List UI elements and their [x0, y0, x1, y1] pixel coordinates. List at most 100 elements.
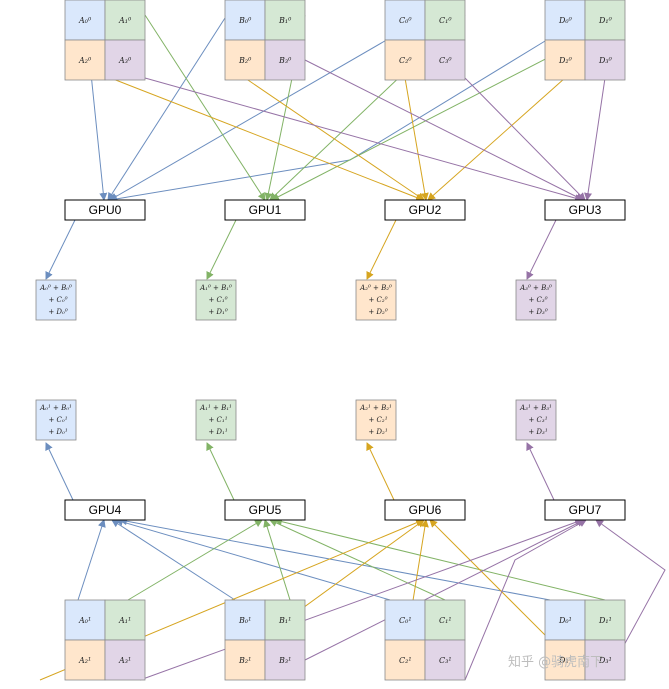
cell-label: D₃⁰: [598, 56, 613, 65]
cell-label: B₁¹: [278, 616, 291, 625]
bottom-matrix-b: B₀¹ B₁¹ B₂¹ B₃¹: [224, 599, 306, 681]
cell-label: C₁¹: [439, 616, 452, 625]
cell-label: B₃⁰: [278, 56, 292, 65]
gpu-label: GPU2: [409, 203, 442, 217]
arrow-c0b-to-gpu4: [115, 518, 391, 601]
cell-label: A₁¹: [118, 616, 131, 625]
result-line: + D₀¹: [48, 428, 68, 436]
gpu6-box: GPU6: [384, 499, 466, 521]
arrow-b0b-to-gpu4: [111, 519, 236, 601]
arrow-b3b-to-gpu7: [304, 519, 585, 661]
cell-label: A₂⁰: [78, 56, 92, 65]
arrow-d3-to-gpu3: [584, 77, 606, 201]
cell-label: D₁⁰: [598, 16, 613, 25]
cell-label: B₂⁰: [238, 56, 252, 65]
arrow-a3b-to-gpu7: [139, 518, 583, 681]
arrow-b1b-to-gpu5: [263, 519, 291, 601]
top-result-0: A₀⁰ + B₀⁰ + C₀⁰ + D₀⁰: [35, 279, 77, 321]
arrow-c3b-to-gpu7: [464, 519, 587, 681]
top-matrix-c: C₀⁰ C₁⁰ C₂⁰ C₃⁰: [384, 0, 466, 81]
result-line: A₁¹ + B₁¹: [199, 404, 232, 412]
gpu-label: GPU4: [89, 503, 122, 517]
cell-label: B₀⁰: [238, 16, 252, 25]
result-line: + C₂¹: [368, 416, 387, 424]
bottom-result-3: A₃¹ + B₃¹ + C₃¹ + D₃¹: [515, 399, 557, 441]
result-line: + D₁⁰: [208, 308, 228, 316]
bottom-matrix-d: D₀¹ D₁¹ D₂¹ D₃¹: [544, 599, 626, 681]
arrow-d2-to-gpu2: [427, 77, 566, 201]
result-line: A₃¹ + B₃¹: [519, 404, 552, 412]
watermark-text: 知乎 @骑虎南下: [508, 654, 603, 670]
result-line: + C₁¹: [208, 416, 227, 424]
arrow-b2-to-gpu2: [244, 77, 425, 201]
arrow-a2-to-gpu2: [84, 67, 424, 202]
bottom-result-1: A₁¹ + B₁¹ + C₁¹ + D₁¹: [195, 399, 237, 441]
cell-label: A₀⁰: [78, 16, 92, 25]
cell-label: A₁⁰: [118, 16, 132, 25]
cell-label: D₀¹: [558, 616, 572, 625]
gpu7-box: GPU7: [544, 499, 626, 521]
cell-label: C₀⁰: [399, 16, 412, 25]
result-line: A₁⁰ + B₁⁰: [199, 284, 232, 292]
gpu3-box: GPU3: [544, 199, 626, 221]
arrow-d2b-to-gpu6: [429, 519, 561, 651]
cell-label: C₂¹: [399, 656, 412, 665]
cell-label: C₂⁰: [399, 56, 412, 65]
gpu-label: GPU1: [249, 203, 282, 217]
gpu1-box: GPU1: [224, 199, 306, 221]
arrow-gpu2-to-result: [366, 219, 397, 280]
cell-label: A₃¹: [118, 656, 131, 665]
arrow-gpu5-to-result: [206, 442, 235, 501]
bottom-result-2: A₂¹ + B₂¹ + C₂¹ + D₂¹: [355, 399, 397, 441]
arrow-c1b-to-gpu5: [269, 519, 446, 601]
result-line: A₂¹ + B₂¹: [359, 404, 392, 412]
arrow-c3-to-gpu3: [464, 77, 586, 201]
arrow-a0b-to-gpu4: [77, 519, 106, 601]
cell-label: B₂¹: [238, 656, 251, 665]
gpu-label: GPU5: [249, 503, 282, 517]
gpu-label: GPU0: [89, 203, 122, 217]
top-matrix-b: B₀⁰ B₁⁰ B₂⁰ B₃⁰: [224, 0, 306, 81]
cell-label: A₂¹: [78, 656, 91, 665]
arrow-b0-to-gpu0: [107, 17, 226, 201]
arrow-c0-to-gpu0: [109, 37, 391, 201]
result-line: + D₃¹: [528, 428, 548, 436]
arrow-gpu7-to-result: [526, 442, 555, 501]
cell-label: D₃¹: [598, 656, 612, 665]
cell-label: C₃¹: [439, 656, 452, 665]
result-line: A₃⁰ + B₃⁰: [519, 284, 552, 292]
result-line: + C₂⁰: [368, 296, 387, 304]
result-line: A₀¹ + B₀¹: [39, 404, 72, 412]
cell-label: C₀¹: [399, 616, 412, 625]
arrow-a3-to-gpu3: [144, 77, 583, 202]
cell-label: A₀¹: [78, 616, 91, 625]
result-line: + D₂¹: [368, 428, 388, 436]
result-line: + C₁⁰: [208, 296, 227, 304]
bottom-result-0: A₀¹ + B₀¹ + C₀¹ + D₀¹: [35, 399, 77, 441]
arrow-d0b-to-gpu4: [119, 517, 551, 601]
gpu2-box: GPU2: [384, 199, 466, 221]
arrow-gpu1-to-result: [206, 219, 237, 280]
result-line: + C₃⁰: [528, 296, 547, 304]
gpu4-box: GPU4: [64, 499, 146, 521]
cell-label: B₁⁰: [278, 16, 292, 25]
arrow-gpu4-to-result: [45, 442, 74, 501]
top-result-2: A₂⁰ + B₂⁰ + C₂⁰ + D₂⁰: [355, 279, 397, 321]
gpu-label: GPU6: [409, 503, 442, 517]
cell-label: D₁¹: [598, 616, 612, 625]
top-matrix-d: D₀⁰ D₁⁰ D₂⁰ D₃⁰: [544, 0, 626, 81]
bottom-matrix-c: C₀¹ C₁¹ C₂¹ C₃¹: [384, 599, 466, 681]
arrow-a1-to-gpu1: [144, 14, 266, 201]
top-result-3: A₃⁰ + B₃⁰ + C₃⁰ + D₃⁰: [515, 279, 557, 321]
cell-label: D₂¹: [558, 656, 572, 665]
result-line: + C₀¹: [48, 416, 67, 424]
gpu0-box: GPU0: [64, 199, 146, 221]
cell-label: C₃⁰: [439, 56, 452, 65]
result-line: + D₂⁰: [368, 308, 388, 316]
gpu-label: GPU3: [569, 203, 602, 217]
result-line: + D₀⁰: [48, 308, 68, 316]
arrow-gpu3-to-result: [526, 219, 557, 280]
result-line: + D₁¹: [208, 428, 228, 436]
arrow-c2-to-gpu2: [404, 77, 429, 201]
